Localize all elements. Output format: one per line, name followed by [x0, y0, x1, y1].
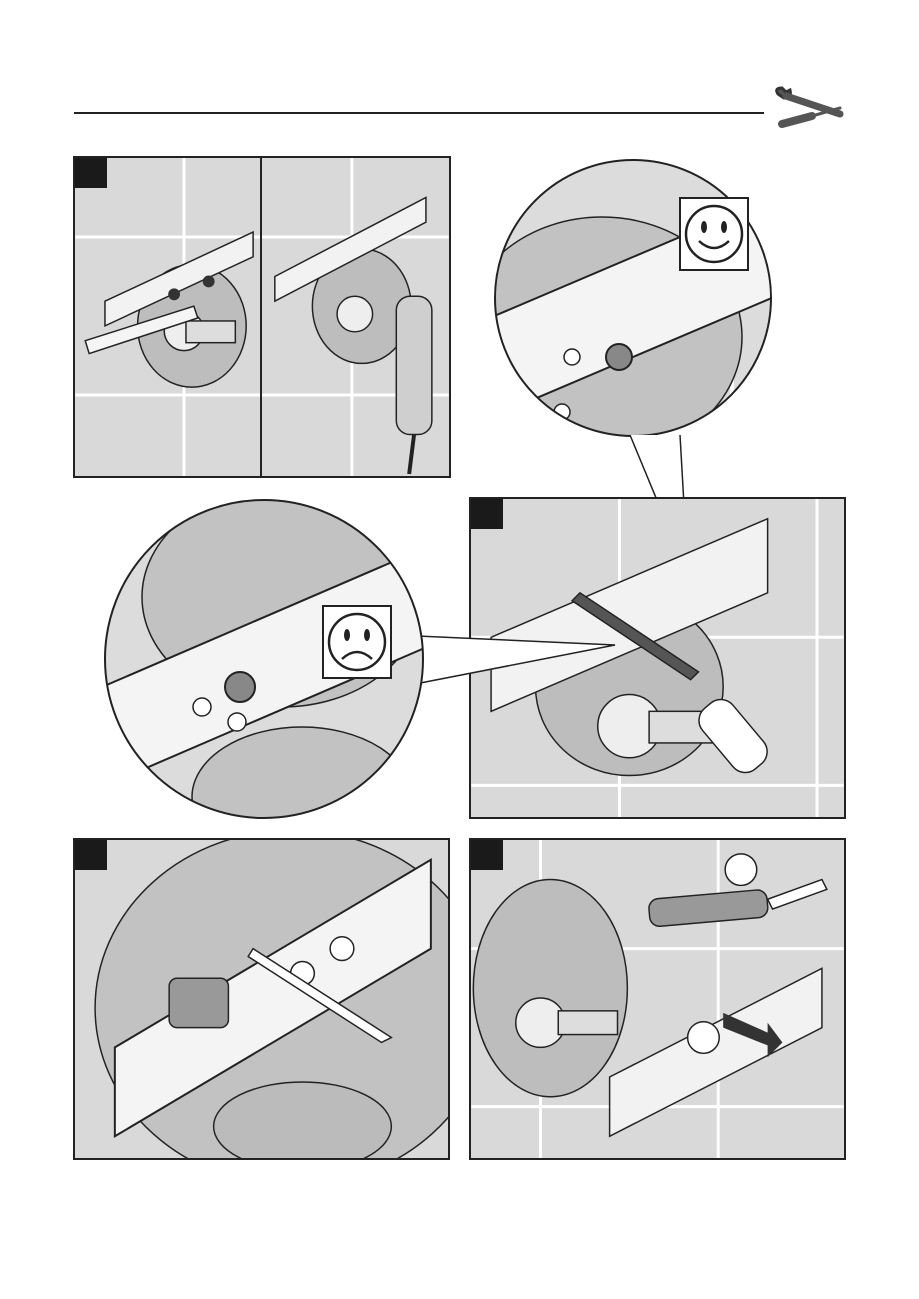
step-4-panel: [469, 838, 846, 1160]
step-3-illustration: [75, 840, 448, 1158]
header-rule: [74, 112, 764, 114]
smiley-face-icon: [679, 197, 749, 271]
step-1-illustration: [75, 158, 449, 476]
sad-face-icon: [322, 605, 392, 679]
step-1-panel: [73, 156, 451, 478]
step-4-illustration: [471, 840, 844, 1158]
step-3-panel: [73, 838, 450, 1160]
wrench-screwdriver-icon: [772, 84, 844, 136]
